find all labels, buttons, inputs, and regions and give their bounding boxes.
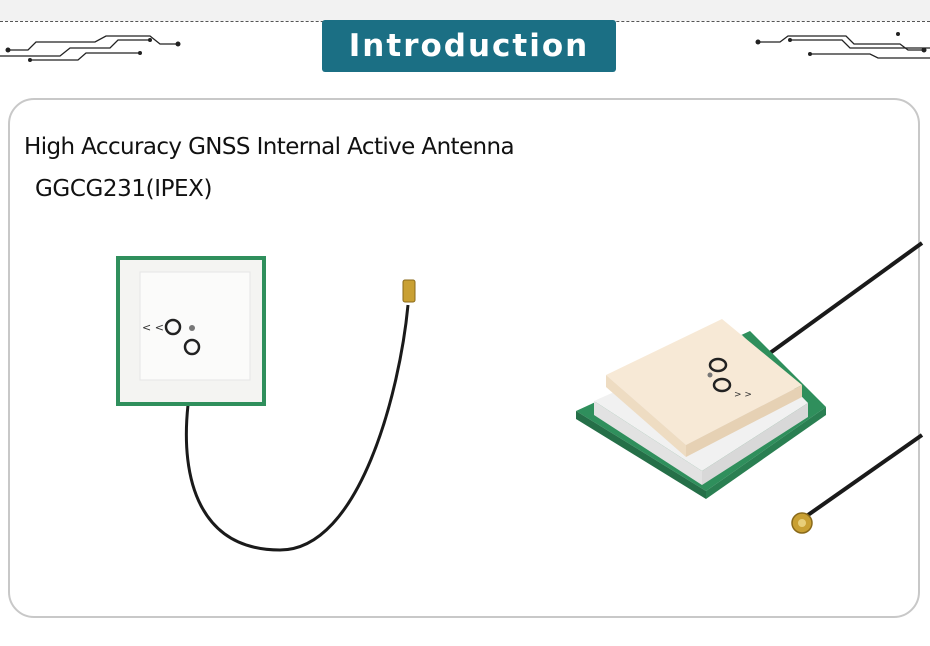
circuit-trace-right-icon xyxy=(755,32,930,59)
antenna-top-view-image: < < xyxy=(116,256,416,552)
svg-text:< <: < < xyxy=(142,321,164,334)
circuit-trace-left-icon xyxy=(0,35,181,62)
antenna-angled-view-image: > > xyxy=(576,241,924,534)
top-strip xyxy=(0,0,930,21)
banner-title: Introduction xyxy=(348,27,590,64)
introduction-banner: Introduction xyxy=(322,20,616,72)
product-model: GGCG231(IPEX) xyxy=(35,176,213,202)
svg-text:> >: > > xyxy=(734,390,752,400)
product-title: High Accuracy GNSS Internal Active Anten… xyxy=(24,134,515,160)
